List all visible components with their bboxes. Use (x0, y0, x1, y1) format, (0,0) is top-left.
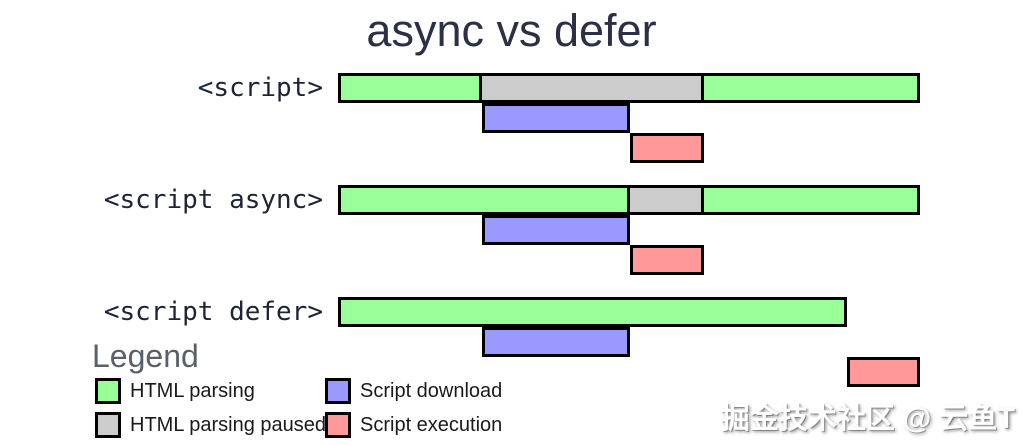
legend-swatch-script-download (325, 378, 351, 404)
bar-html-parsing (338, 297, 847, 327)
legend-swatch-html-parsing-paused (95, 412, 121, 438)
row-label: <script defer> (103, 297, 323, 327)
legend-item-html-parsing-paused: HTML parsing paused (95, 412, 326, 438)
bar-html-parsing (338, 185, 630, 215)
legend-item-html-parsing: HTML parsing (95, 378, 255, 404)
legend-swatch-html-parsing (95, 378, 121, 404)
bar-html-parsing (338, 73, 482, 103)
bar-script-execution (630, 245, 704, 275)
bar-script-download (482, 327, 630, 357)
watermark: 掘金技术社区 @ 云鱼T (720, 403, 1015, 435)
bar-html-parsing-paused (627, 185, 704, 215)
legend-item-label: HTML parsing (130, 380, 255, 402)
bar-html-parsing (701, 73, 920, 103)
legend-item-label: HTML parsing paused (130, 414, 327, 436)
bar-script-execution (630, 133, 704, 163)
bar-html-parsing (701, 185, 920, 215)
legend-item-label: Script execution (360, 414, 503, 436)
row-label: <script> (197, 73, 323, 103)
bar-script-execution (847, 357, 920, 387)
bar-html-parsing-paused (479, 73, 704, 103)
page-title: async vs defer (366, 5, 657, 56)
bar-script-download (482, 215, 630, 245)
legend-item-script-download: Script download (325, 378, 502, 404)
legend-item-script-execution: Script execution (325, 412, 502, 438)
legend-swatch-script-execution (325, 412, 351, 438)
row-label: <script async> (103, 185, 323, 215)
legend-item-label: Script download (360, 380, 503, 402)
bar-script-download (482, 103, 630, 133)
legend-heading: Legend (92, 338, 199, 374)
